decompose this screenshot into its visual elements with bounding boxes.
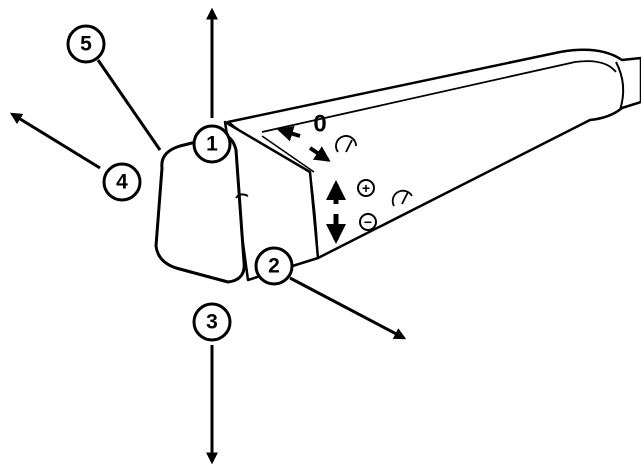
svg-text:−: − xyxy=(364,214,372,230)
svg-text:5: 5 xyxy=(80,33,92,56)
arrow-icon xyxy=(308,146,331,162)
svg-text:1: 1 xyxy=(206,133,218,156)
arrow-left xyxy=(9,112,101,170)
minus-icon: − xyxy=(359,213,377,231)
callout-4: 4 xyxy=(102,162,142,202)
lever-stalk xyxy=(226,48,641,260)
speedometer-icon xyxy=(391,189,413,207)
lever-markings: 0 + − xyxy=(276,111,413,244)
plus-icon: + xyxy=(357,179,375,197)
speedometer-icon xyxy=(335,135,357,153)
arrow-pull xyxy=(289,276,407,340)
callout-2: 2 xyxy=(254,246,294,286)
position-zero-label: 0 xyxy=(313,111,326,138)
callout-3: 3 xyxy=(192,302,232,342)
svg-text:+: + xyxy=(362,180,370,196)
arrow-icon xyxy=(276,126,301,142)
callout-1: 1 xyxy=(192,124,232,164)
svg-text:3: 3 xyxy=(206,311,218,334)
callout-5: 5 xyxy=(66,24,106,64)
lever-end-button xyxy=(154,134,249,284)
svg-text:2: 2 xyxy=(268,255,280,278)
svg-text:4: 4 xyxy=(116,171,128,194)
arrow-push xyxy=(96,59,162,151)
direction-arrows xyxy=(9,7,407,465)
